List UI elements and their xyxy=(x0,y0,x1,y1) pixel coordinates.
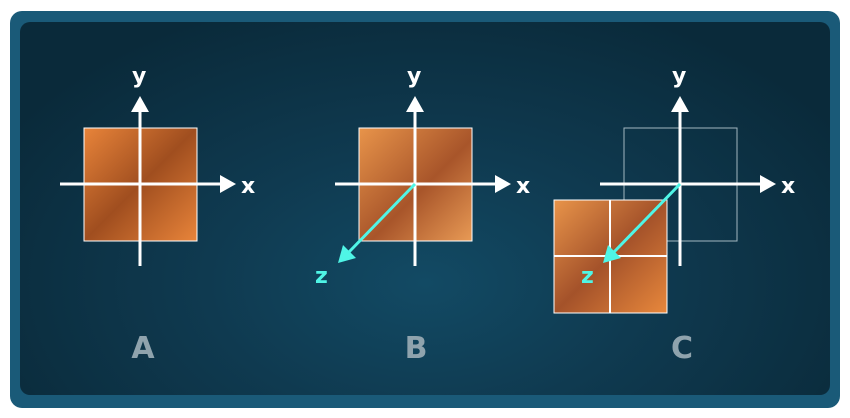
z-label-c: z xyxy=(581,264,594,289)
x-label-b: x xyxy=(516,174,530,199)
x-arrow-a xyxy=(220,175,236,193)
z-axis-c xyxy=(612,182,682,254)
z-arrow-b xyxy=(338,245,356,263)
z-arrow-c xyxy=(603,245,621,263)
x-label-a: x xyxy=(241,174,255,199)
panel-label-a: A xyxy=(131,331,155,366)
z-axis-b xyxy=(347,182,417,254)
y-arrow-a xyxy=(131,96,149,112)
x-label-c: x xyxy=(781,174,795,199)
panel-a: x y A xyxy=(60,64,255,366)
x-arrow-b xyxy=(495,175,511,193)
y-arrow-b xyxy=(406,96,424,112)
y-arrow-c xyxy=(671,96,689,112)
panel-label-c: C xyxy=(671,331,693,366)
panel-label-b: B xyxy=(405,331,428,366)
panel-b: x y z B xyxy=(315,64,530,366)
panel-c: x y z C xyxy=(553,64,795,366)
y-label-c: y xyxy=(672,64,686,89)
y-label-b: y xyxy=(407,64,421,89)
y-label-a: y xyxy=(132,64,146,89)
x-arrow-c xyxy=(760,175,776,193)
z-label-b: z xyxy=(315,264,328,289)
